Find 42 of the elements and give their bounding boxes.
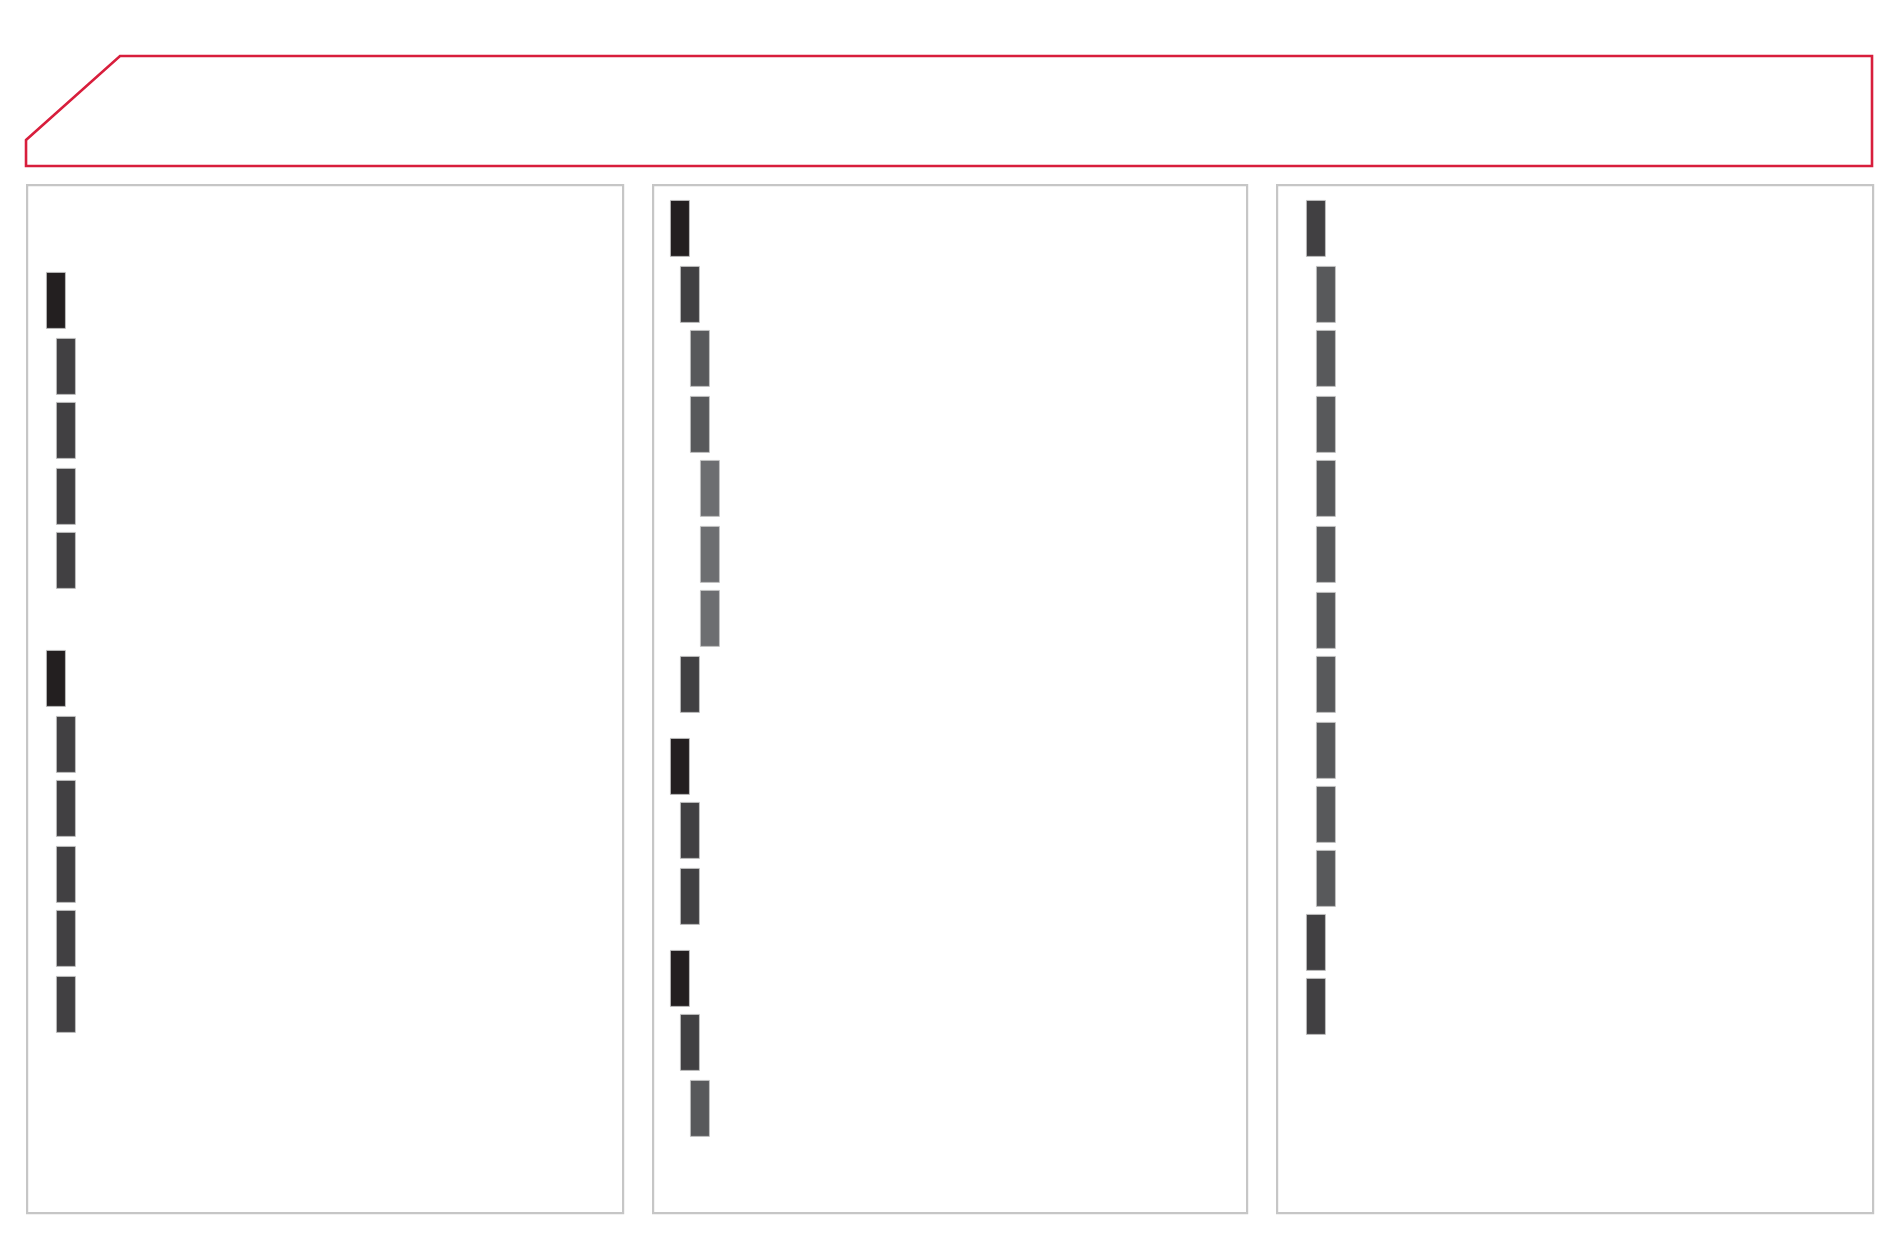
bar-marker: [56, 976, 76, 1033]
panel-frame: [26, 184, 625, 1215]
bar-marker: [1316, 526, 1336, 583]
bar-marker: [1316, 592, 1336, 649]
bar-marker: [690, 330, 710, 387]
bar-marker: [56, 402, 76, 459]
bar-marker: [680, 802, 700, 859]
bar-marker: [46, 272, 66, 329]
bar-marker: [690, 396, 710, 453]
bar-marker: [1316, 850, 1336, 907]
bar-marker: [1316, 460, 1336, 517]
bar-marker: [1316, 266, 1336, 323]
bar-marker: [680, 1014, 700, 1071]
bar-marker: [700, 526, 720, 583]
bar-marker: [56, 532, 76, 589]
bar-marker: [1316, 656, 1336, 713]
bar-marker: [1306, 200, 1326, 257]
panel-frame: [652, 184, 1249, 1215]
bar-marker: [56, 780, 76, 837]
bar-marker: [680, 656, 700, 713]
bar-marker: [46, 650, 66, 707]
bar-marker: [680, 266, 700, 323]
bar-marker: [680, 868, 700, 925]
bar-marker: [1316, 396, 1336, 453]
bar-marker: [56, 716, 76, 773]
bar-marker: [1316, 786, 1336, 843]
bar-marker: [56, 338, 76, 395]
panel-frame: [1276, 184, 1875, 1215]
bar-marker: [700, 460, 720, 517]
bar-marker: [670, 738, 690, 795]
bar-marker: [56, 910, 76, 967]
bar-marker: [690, 1080, 710, 1137]
bar-marker: [1306, 914, 1326, 971]
bar-marker: [670, 950, 690, 1007]
bar-marker: [1316, 722, 1336, 779]
header-banner: [24, 54, 1874, 168]
bar-marker: [670, 200, 690, 257]
bar-marker: [1316, 330, 1336, 387]
bar-marker: [56, 846, 76, 903]
bar-marker: [700, 590, 720, 647]
bar-marker: [56, 468, 76, 525]
bar-marker: [1306, 978, 1326, 1035]
